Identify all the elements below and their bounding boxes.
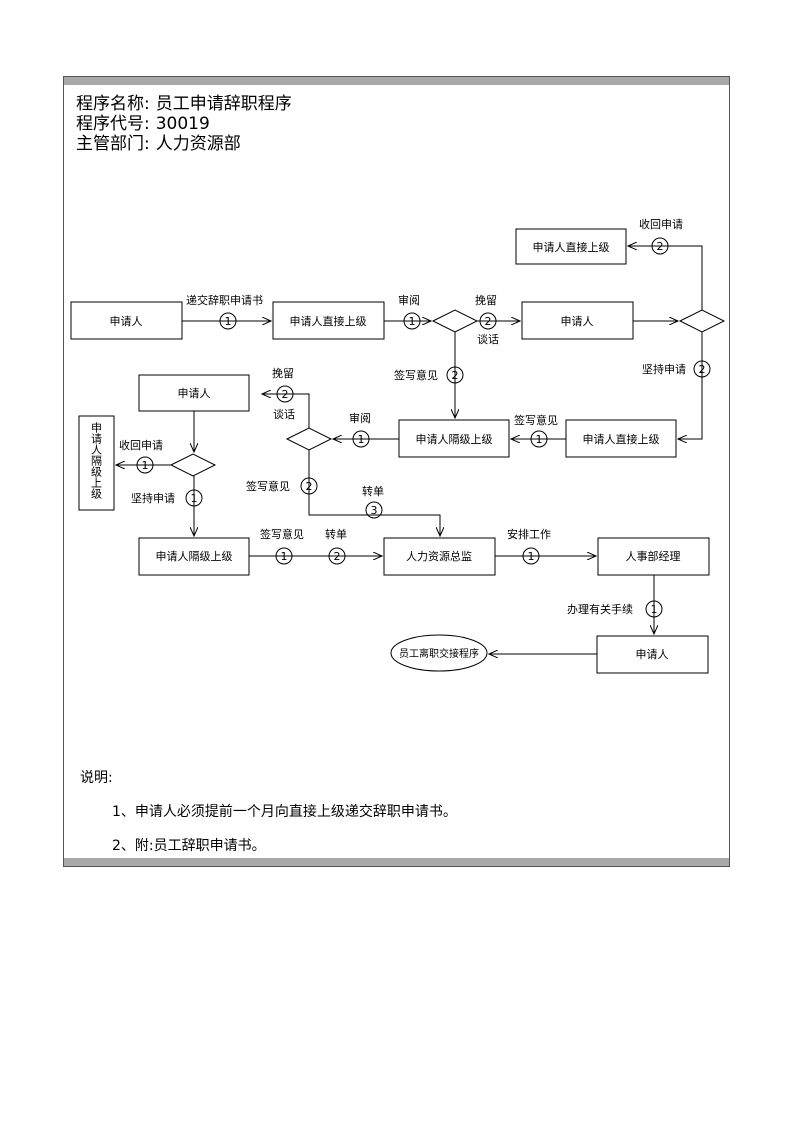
procedure-frame: 程序名称:员工申请辞职程序 程序代号:30019 主管部门:人力资源部: [63, 76, 730, 867]
department-value: 人力资源部: [155, 134, 241, 154]
notes-title: 说明:: [80, 770, 113, 786]
notes-section: 说明: 1、申请人必须提前一个月向直接上级递交辞职申请书。 2、附:员工辞职申请…: [80, 767, 457, 869]
decision-diamond-1: [431, 309, 479, 333]
edge-sign-4: 签写意见: [260, 527, 304, 541]
edge-sign-1: 签写意见: [514, 413, 558, 427]
num-retain-2: 2: [282, 388, 289, 401]
num-review-2: 1: [358, 433, 365, 446]
box-hr-manager-label: 人事部经理: [626, 549, 681, 563]
num-insist-2: 1: [191, 492, 198, 505]
num-submit: 1: [225, 315, 232, 328]
edge-review-2: 审阅: [349, 411, 371, 425]
num-retain-1: 2: [485, 315, 492, 328]
edge-arrange: 安排工作: [507, 527, 551, 541]
department-label: 主管部门:: [76, 134, 150, 154]
num-sign-2: 2: [452, 369, 459, 382]
top-border-bar: [64, 77, 729, 85]
box-applicant-3-label: 申请人: [178, 387, 211, 400]
box-applicant-4-label: 申请人: [636, 648, 669, 661]
edge-sign-2: 签写意见: [394, 368, 438, 382]
box-direct-sup-1-label: 申请人直接上级: [290, 314, 367, 328]
edge-review-1: 审阅: [398, 293, 420, 307]
end-oval: [390, 634, 488, 672]
department-row: 主管部门:人力资源部: [76, 134, 241, 154]
num-withdraw-2: 1: [142, 459, 149, 472]
edge-insist-2: 坚持申请: [131, 491, 175, 505]
edge-procedures: 办理有关手续: [567, 602, 633, 616]
procedure-code-row: 程序代号:30019: [76, 114, 210, 134]
box-applicant-1-label: 申请人: [110, 315, 143, 328]
box-skip-sup-vertical: [78, 415, 115, 511]
decision-diamond-2: [678, 309, 726, 333]
edge-retain-1: 挽留: [475, 293, 497, 307]
box-skip-sup-1-label: 申请人隔级上级: [416, 433, 493, 446]
edge-sign-3: 签写意见: [246, 479, 290, 493]
notes-item-1: 1、申请人必须提前一个月向直接上级递交辞职申请书。: [112, 804, 457, 820]
procedure-code-value: 30019: [155, 114, 210, 134]
num-transfer-2: 2: [334, 550, 341, 563]
flowchart: 申请人 申请人直接上级 申请人 申请人直接上级 申请人 申请人隔级上级 申请人直…: [70, 217, 726, 674]
notes-item-2: 2、附:员工辞职申请书。: [112, 838, 266, 854]
num-sign-4: 1: [281, 550, 288, 563]
bottom-border-bar: [64, 858, 729, 866]
procedure-name-value: 员工申请辞职程序: [155, 94, 292, 114]
edge-submit: 递交辞职申请书: [186, 293, 263, 307]
box-direct-sup-top-label: 申请人直接上级: [533, 240, 610, 254]
edge-transfer-2: 转单: [325, 527, 347, 541]
edge-talk-2: 谈话: [273, 408, 295, 421]
edge-withdraw-1: 收回申请: [639, 217, 683, 231]
decision-diamond-3: [285, 427, 333, 451]
num-review-1: 1: [409, 315, 416, 328]
end-oval-label: 员工离职交接程序: [399, 647, 479, 660]
edge-insist-1: 坚持申请: [642, 362, 686, 376]
edge-transfer-1: 转单: [362, 484, 384, 498]
box-direct-sup-2-label: 申请人直接上级: [583, 432, 660, 446]
edge-withdraw-2: 收回申请: [119, 438, 163, 452]
procedure-name-row: 程序名称:员工申请辞职程序: [76, 94, 292, 114]
num-transfer-1: 3: [371, 504, 378, 517]
box-direct-sup-top: [515, 228, 627, 265]
edge-talk-1: 谈话: [477, 333, 499, 346]
num-withdraw-1: 2: [657, 240, 664, 253]
num-sign-1: 1: [536, 433, 543, 446]
decision-diamond-4: [169, 453, 217, 477]
procedure-code-label: 程序代号:: [76, 114, 150, 134]
box-skip-sup-vertical-label: 申请人隔级上级: [90, 422, 103, 500]
num-insist-1: 2: [699, 363, 706, 376]
box-skip-sup-2-label: 申请人隔级上级: [156, 550, 233, 563]
box-applicant-2-label: 申请人: [561, 315, 594, 328]
num-procedures: 1: [651, 603, 658, 616]
edge-retain-2: 挽留: [272, 366, 294, 380]
procedure-name-label: 程序名称:: [76, 94, 150, 114]
box-hr-director-label: 人力资源总监: [406, 549, 472, 563]
num-sign-3: 2: [306, 480, 313, 493]
num-arrange: 1: [528, 550, 535, 563]
